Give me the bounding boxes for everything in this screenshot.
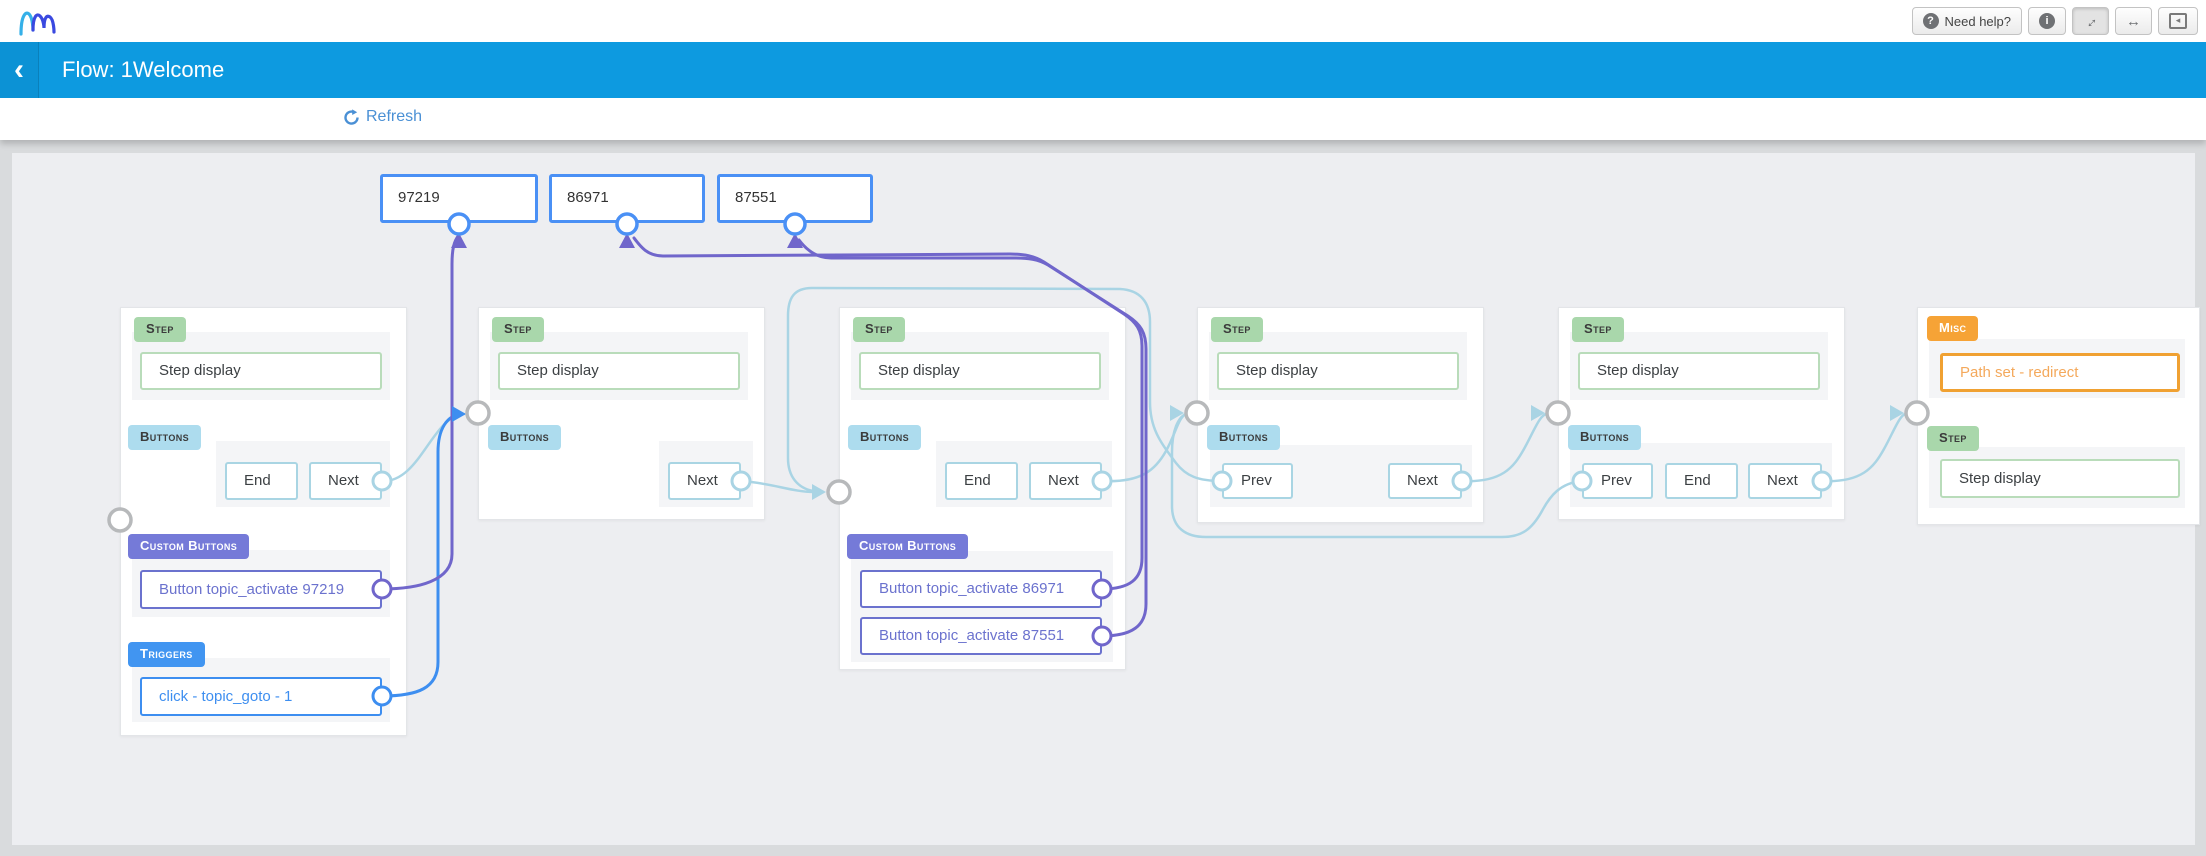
- page-title: Flow: 1Welcome: [62, 57, 225, 82]
- section-badge-buttons: Buttons: [128, 425, 202, 450]
- section-badge-step: Step: [1927, 426, 1979, 451]
- node-item-cb[interactable]: Button topic_activate 87551: [860, 617, 1102, 655]
- topbar-actions: ? Need help? i ↔ ↔ ◂: [1911, 7, 2198, 35]
- section-badge-step: Step: [134, 317, 186, 342]
- node-item-btn[interactable]: Prev: [1222, 463, 1293, 499]
- node-item-btn[interactable]: End: [225, 462, 298, 500]
- node-item-btn[interactable]: Next: [1388, 463, 1462, 499]
- app-logo: [19, 11, 56, 36]
- refresh-label: Refresh: [366, 108, 423, 125]
- connection-port[interactable]: [107, 507, 133, 533]
- node-item-cb[interactable]: Button topic_activate 97219: [140, 570, 382, 609]
- node-item-step[interactable]: Step display: [140, 352, 382, 390]
- need-help-button[interactable]: ? Need help?: [1911, 7, 2022, 35]
- section-badge-step: Step: [1572, 317, 1624, 342]
- node-item-btn[interactable]: End: [1665, 463, 1738, 499]
- collapse-icon: ◂: [2169, 13, 2187, 29]
- node-item-btn[interactable]: Next: [668, 462, 741, 500]
- node-item-btn[interactable]: End: [945, 462, 1018, 500]
- connection-port[interactable]: [1451, 470, 1473, 492]
- node-item-step[interactable]: Step display: [1578, 352, 1820, 390]
- section-badge-buttons: Buttons: [1207, 425, 1281, 450]
- connection-port[interactable]: [447, 212, 471, 236]
- question-circle-icon: ?: [1922, 13, 1939, 29]
- section-badge-step: Step: [1211, 317, 1263, 342]
- fit-width-button[interactable]: ↔: [2115, 7, 2152, 35]
- node-item-btn[interactable]: Next: [309, 462, 382, 500]
- node-item-misc[interactable]: Path set - redirect: [1940, 353, 2180, 392]
- connection-port[interactable]: [371, 470, 393, 492]
- connection-port[interactable]: [783, 212, 807, 236]
- connection-port[interactable]: [1091, 578, 1113, 600]
- connection-port[interactable]: [1811, 470, 1833, 492]
- endpoint-label: 97219: [398, 189, 440, 206]
- node-item-btn[interactable]: Next: [1748, 463, 1822, 499]
- connection-port[interactable]: [371, 685, 393, 707]
- connection-port[interactable]: [826, 479, 852, 505]
- section-badge-triggers: Triggers: [128, 642, 205, 667]
- diagonal-arrows-icon: ↔: [2079, 9, 2102, 33]
- node-item-step[interactable]: Step display: [1217, 352, 1459, 390]
- endpoint-label: 87551: [735, 189, 777, 206]
- node-item-trig[interactable]: click - topic_goto - 1: [140, 677, 382, 716]
- section-badge-custom: Custom Buttons: [128, 534, 250, 559]
- section-badge-misc: Misc: [1927, 316, 1979, 341]
- connection-port[interactable]: [730, 470, 752, 492]
- connection-port[interactable]: [371, 578, 393, 600]
- node-item-btn[interactable]: Next: [1029, 462, 1102, 500]
- section-badge-custom: Custom Buttons: [847, 534, 969, 559]
- connection-port[interactable]: [1091, 625, 1113, 647]
- info-icon: i: [2039, 13, 2055, 29]
- back-button[interactable]: ‹: [0, 42, 39, 98]
- node-item-step[interactable]: Step display: [498, 352, 740, 390]
- topbar: ? Need help? i ↔ ↔ ◂: [0, 0, 2206, 42]
- node-item-cb[interactable]: Button topic_activate 86971: [860, 570, 1102, 608]
- page-header: ‹ Flow: 1Welcome: [0, 42, 2206, 98]
- connection-port[interactable]: [465, 400, 491, 426]
- node-item-step[interactable]: Step display: [1940, 459, 2180, 498]
- horizontal-arrows-icon: ↔: [2126, 12, 2141, 30]
- node-item-step[interactable]: Step display: [859, 352, 1101, 390]
- need-help-label: Need help?: [1944, 13, 2012, 29]
- refresh-button[interactable]: Refresh: [343, 108, 422, 126]
- expand-button[interactable]: ↔: [2072, 7, 2109, 35]
- connection-port[interactable]: [1091, 470, 1113, 492]
- info-button[interactable]: i: [2028, 7, 2066, 35]
- connection-port[interactable]: [1904, 400, 1930, 426]
- toolbar: Refresh: [0, 98, 2206, 140]
- back-chevron-icon: ‹: [14, 53, 24, 86]
- section-badge-buttons: Buttons: [488, 425, 562, 450]
- section-badge-step: Step: [492, 317, 544, 342]
- section-badge-step: Step: [853, 317, 905, 342]
- refresh-icon: [344, 108, 359, 125]
- connection-port[interactable]: [1184, 400, 1210, 426]
- connection-port[interactable]: [615, 212, 639, 236]
- connection-port[interactable]: [1545, 400, 1571, 426]
- section-badge-buttons: Buttons: [1568, 425, 1642, 450]
- section-badge-buttons: Buttons: [848, 425, 922, 450]
- connection-port[interactable]: [1571, 470, 1593, 492]
- node-item-btn[interactable]: Prev: [1582, 463, 1653, 499]
- connection-port[interactable]: [1211, 470, 1233, 492]
- endpoint-label: 86971: [567, 189, 609, 206]
- collapse-panel-button[interactable]: ◂: [2158, 7, 2198, 35]
